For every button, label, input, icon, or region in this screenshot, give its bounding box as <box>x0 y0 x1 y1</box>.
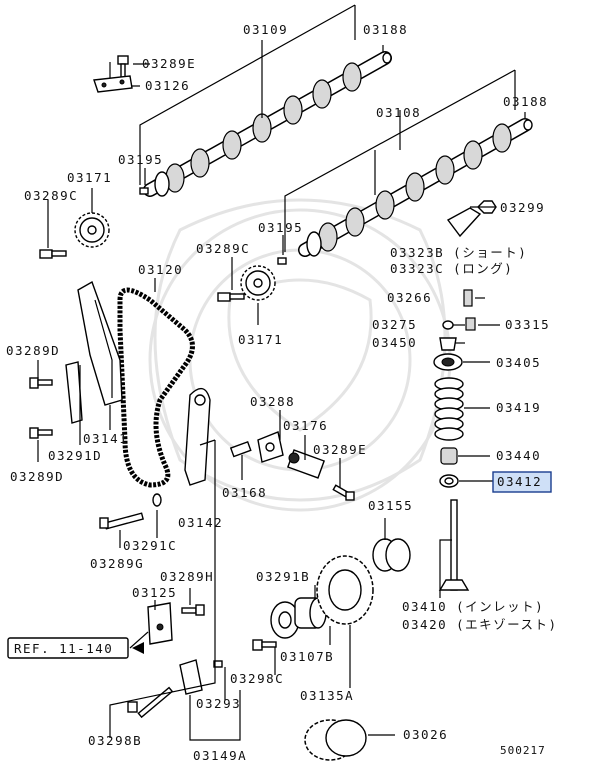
label-03419[interactable]: 03419 <box>496 400 541 415</box>
label-03149a[interactable]: 03149A <box>193 748 247 763</box>
bolt-03289g[interactable] <box>99 512 144 530</box>
highlight-03412[interactable] <box>492 471 552 493</box>
pin-03293[interactable] <box>213 660 223 668</box>
label-03289d-a[interactable]: 03289D <box>6 343 60 358</box>
part-03315[interactable] <box>465 317 476 331</box>
label-03288[interactable]: 03288 <box>250 394 295 409</box>
sprocket-03171-left[interactable] <box>74 212 110 248</box>
leader-lines <box>37 4 526 741</box>
bolt-03289d-b[interactable] <box>29 427 53 439</box>
camshaft-03108[interactable] <box>298 118 533 257</box>
ref-box[interactable] <box>7 637 129 659</box>
label-03126[interactable]: 03126 <box>145 78 190 93</box>
bolt-03289d-a[interactable] <box>29 377 53 389</box>
label-03026[interactable]: 03026 <box>403 727 448 742</box>
label-03141[interactable]: 03141 <box>83 431 128 446</box>
label-03440[interactable]: 03440 <box>496 448 541 463</box>
label-03107b[interactable]: 03107B <box>280 649 334 664</box>
label-03188-b[interactable]: 03188 <box>503 94 548 109</box>
seal-03440[interactable] <box>440 447 458 465</box>
ref-link[interactable]: REF. 11-140 <box>14 641 113 656</box>
label-03171-b[interactable]: 03171 <box>238 332 283 347</box>
valve-03410[interactable] <box>438 499 470 591</box>
washer-03291c[interactable] <box>152 493 162 507</box>
label-03171-a[interactable]: 03171 <box>67 170 112 185</box>
sleeve-03155[interactable] <box>372 538 411 572</box>
label-03410[interactable]: 03410 (インレット) <box>402 599 544 614</box>
bolt-03289h[interactable] <box>181 604 205 616</box>
label-03289d-b[interactable]: 03289D <box>10 469 64 484</box>
label-03289g[interactable]: 03289G <box>90 556 144 571</box>
label-03298c[interactable]: 03298C <box>230 671 284 686</box>
label-03450[interactable]: 03450 <box>372 335 417 350</box>
bolt-03289e-mid[interactable] <box>332 484 355 501</box>
label-03412[interactable]: 03412 <box>497 474 542 489</box>
cup-03450[interactable] <box>439 337 457 351</box>
tensioner-03176[interactable] <box>286 449 326 479</box>
label-03155[interactable]: 03155 <box>368 498 413 513</box>
bolt-03298b[interactable] <box>127 686 174 719</box>
label-03275[interactable]: 03275 <box>372 317 417 332</box>
gear-03026[interactable] <box>304 719 367 761</box>
label-03420[interactable]: 03420 (エキゾースト) <box>402 617 558 632</box>
seat-03412[interactable] <box>439 474 459 488</box>
bolt-03289e-top[interactable] <box>117 55 129 79</box>
label-03195-a[interactable]: 03195 <box>118 152 163 167</box>
gear-03135a[interactable] <box>316 555 374 625</box>
ref-arrow-icon <box>132 642 144 654</box>
rocker-03323[interactable] <box>446 207 482 238</box>
label-03298b[interactable]: 03298B <box>88 733 142 748</box>
label-03266[interactable]: 03266 <box>387 290 432 305</box>
bracket-03125[interactable] <box>147 602 173 645</box>
label-03289e-top[interactable]: 03289E <box>142 56 196 71</box>
label-03168[interactable]: 03168 <box>222 485 267 500</box>
label-03289h[interactable]: 03289H <box>160 569 214 584</box>
label-03142[interactable]: 03142 <box>178 515 223 530</box>
guide-03291d[interactable] <box>65 361 83 424</box>
label-03291c[interactable]: 03291C <box>123 538 177 553</box>
retainer-03405[interactable] <box>433 353 463 371</box>
label-03289e-mid[interactable]: 03289E <box>313 442 367 457</box>
part-03275[interactable] <box>442 320 454 330</box>
label-03120[interactable]: 03120 <box>138 262 183 277</box>
pin-03168[interactable] <box>229 440 252 458</box>
label-03176[interactable]: 03176 <box>283 418 328 433</box>
plate-03107b[interactable] <box>270 601 300 639</box>
plate-03288[interactable] <box>257 431 284 463</box>
label-03299[interactable]: 03299 <box>500 200 545 215</box>
bolt-03266[interactable] <box>463 289 473 307</box>
label-03125[interactable]: 03125 <box>132 585 177 600</box>
bolt-03289c-b[interactable] <box>217 292 245 302</box>
label-03289c-a[interactable]: 03289C <box>24 188 78 203</box>
label-03188-a[interactable]: 03188 <box>363 22 408 37</box>
bolt-03289c-a[interactable] <box>39 249 67 259</box>
label-03293[interactable]: 03293 <box>196 696 241 711</box>
tensioner-03149a[interactable] <box>179 659 203 695</box>
pin-03195-b[interactable] <box>277 257 287 265</box>
label-03323c[interactable]: 03323C (ロング) <box>390 261 513 276</box>
label-03323b[interactable]: 03323B (ショート) <box>390 245 527 260</box>
bracket-03126[interactable] <box>93 75 133 93</box>
label-03291b[interactable]: 03291B <box>256 569 310 584</box>
pin-03195-a[interactable] <box>139 187 149 195</box>
bolt-03298c[interactable] <box>252 639 277 651</box>
label-03109[interactable]: 03109 <box>243 22 288 37</box>
label-03108[interactable]: 03108 <box>376 105 421 120</box>
label-03291d[interactable]: 03291D <box>48 448 102 463</box>
label-03289c-b[interactable]: 03289C <box>196 241 250 256</box>
sprocket-03171-right[interactable] <box>240 265 276 301</box>
label-03195-b[interactable]: 03195 <box>258 220 303 235</box>
camshaft-03109[interactable] <box>143 51 392 197</box>
timing-chain-03120[interactable] <box>117 287 195 488</box>
diagram-number: 500217 <box>500 744 546 757</box>
label-03315[interactable]: 03315 <box>505 317 550 332</box>
tensioner-lever-03142[interactable] <box>184 387 211 486</box>
label-03135a[interactable]: 03135A <box>300 688 354 703</box>
label-03405[interactable]: 03405 <box>496 355 541 370</box>
spring-03419[interactable] <box>434 377 464 441</box>
chain-guide-03141[interactable] <box>77 280 123 406</box>
